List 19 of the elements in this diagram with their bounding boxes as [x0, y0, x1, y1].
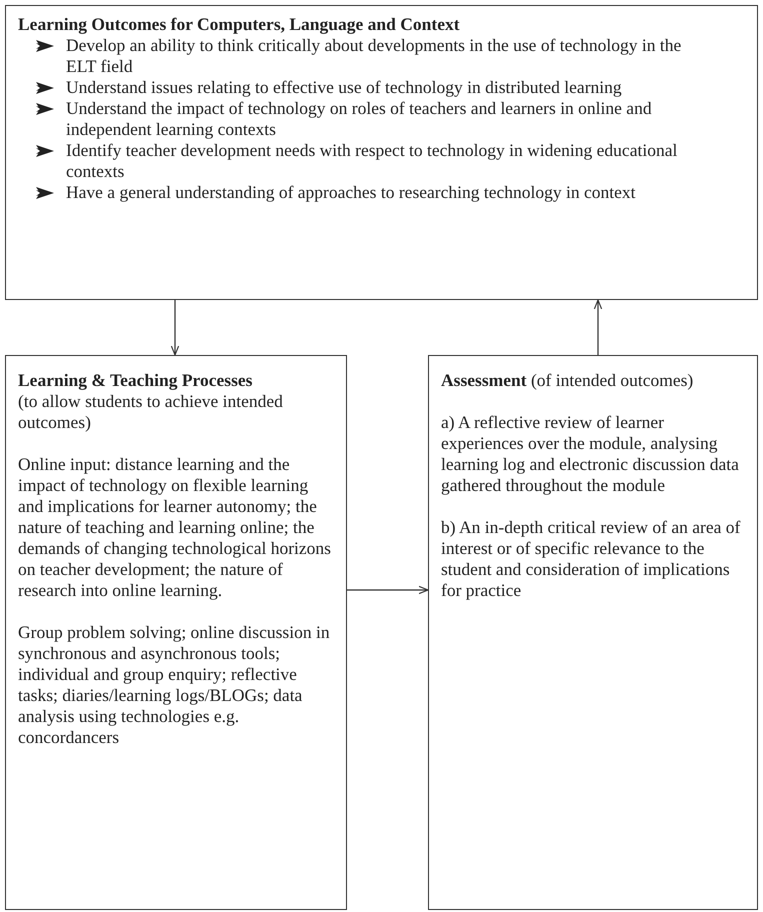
- bullet-text: Develop an ability to think critically about developments in the use of technology in the ELT field: [66, 35, 682, 76]
- arrow: [594, 299, 602, 355]
- heading: Assessment (of intended outcomes): [441, 370, 694, 391]
- heading: Learning Outcomes for Computers, Language and Context: [18, 14, 461, 35]
- paragraph: Group problem solving; online discussion in synchronous and asynchronous tools; individual and group enquiry; reflective tasks; diaries/learning logs/BLOGs; data analysis using technologies e.g. concordancers: [18, 622, 331, 748]
- heading: Learning & Teaching Processes: [18, 370, 254, 391]
- bullet-text: Understand the impact of technology on roles of teachers and learners in online and independent learning contexts: [66, 98, 652, 139]
- paragraph: Online input: distance learning and the impact of technology on flexible learning and implications for learner autonomy; the nature of teaching and learning online; the demands of changing technological horizons on teacher development; the nature of research into online learning.: [18, 454, 332, 601]
- text-box: [5, 5, 758, 300]
- paragraph: b) An in-depth critical review of an area of interest or of specific relevance to the student and consideration of implications for practice: [441, 517, 742, 601]
- paragraph: (to allow students to achieve intended outcomes): [18, 391, 284, 433]
- bullet-text: Understand issues relating to effective use of technology in distributed learning: [66, 77, 622, 97]
- arrow: [170, 300, 180, 356]
- bullet-text: Have a general understanding of approaches to researching technology in context: [66, 182, 636, 202]
- paragraph: a) A reflective review of learner experiences over the module, analysing learning log and electronic discussion data gathered throughout the module: [441, 412, 740, 496]
- arrow: [347, 586, 429, 594]
- text-box: [5, 355, 347, 910]
- bullet-text: Identify teacher development needs with respect to technology in widening educational contexts: [66, 140, 678, 181]
- text-box: [428, 355, 758, 910]
